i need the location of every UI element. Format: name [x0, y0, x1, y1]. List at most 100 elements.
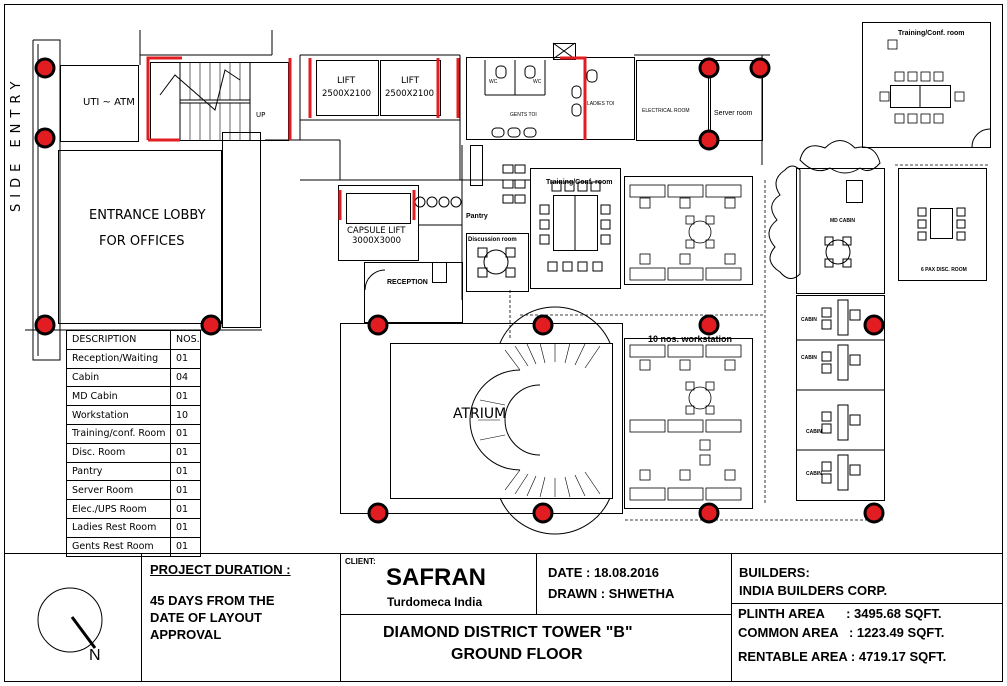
row-count: 01 — [170, 423, 201, 444]
lift-2 — [380, 60, 441, 116]
row-description: Gents Rest Room — [66, 536, 171, 557]
entrance-lobby — [58, 150, 222, 324]
gents-toilet-label: GENTS TOI — [510, 112, 537, 118]
row-count: 01 — [170, 536, 201, 557]
project-title-line2: GROUND FLOOR — [451, 646, 583, 663]
cabin-label-3: CABIN — [806, 429, 822, 435]
project-duration-line1: 45 DAYS FROM THE — [150, 593, 275, 608]
north-label: N — [89, 647, 101, 664]
builders-label: BUILDERS: — [739, 565, 810, 580]
lift-2-label: LIFT — [401, 76, 420, 86]
reception-label: RECEPTION — [387, 279, 428, 286]
row-count: 01 — [170, 348, 201, 369]
training-room-inset — [862, 22, 991, 148]
row-count: 01 — [170, 517, 201, 538]
lobby-label-line2: FOR OFFICES — [99, 234, 185, 249]
header-description: DESCRIPTION — [66, 330, 171, 350]
row-count: 01 — [170, 386, 201, 407]
cabin-label-4: CABIN — [806, 471, 822, 477]
row-description: Workstation — [66, 405, 171, 425]
row-description: Disc. Room — [66, 442, 171, 463]
stair-up-label: UP — [256, 111, 266, 119]
wc-label-2: WC — [533, 79, 542, 85]
lobby-label-line1: ENTRANCE LOBBY — [89, 208, 206, 223]
cabin-label-1: CABIN — [801, 317, 817, 323]
row-count: 01 — [170, 461, 201, 482]
row-count: 01 — [170, 499, 201, 519]
table-header-row: DESCRIPTION NOS. — [66, 330, 201, 350]
training-room-label: Training/Conf. room — [546, 179, 613, 186]
lift-1-label: LIFT — [337, 76, 356, 86]
header-nos: NOS. — [170, 330, 201, 350]
row-description: Server Room — [66, 480, 171, 501]
workstation-zone-upper — [624, 176, 753, 285]
date-text: DATE : 18.08.2016 — [548, 565, 660, 580]
project-duration-line2: DATE OF LAYOUT — [150, 610, 262, 625]
pantry-label: Pantry — [466, 213, 488, 220]
builders-name: INDIA BUILDERS CORP. — [739, 583, 888, 598]
lift-1-size: 2500X2100 — [322, 89, 372, 99]
workstation-label: 10 nos. workstation — [648, 334, 733, 344]
atrium — [340, 323, 623, 514]
rentable-area: RENTABLE AREA : 4719.17 SQFT. — [738, 649, 947, 664]
structural-columns — [34, 57, 885, 524]
project-title-line1: DIAMOND DISTRICT TOWER "B" — [383, 624, 633, 641]
staircase — [150, 62, 289, 141]
discussion-room — [466, 233, 529, 292]
row-count: 04 — [170, 367, 201, 388]
row-count: 01 — [170, 480, 201, 501]
north-arrow-circle — [37, 587, 103, 653]
cabin-label-2: CABIN — [801, 355, 817, 361]
training-room — [530, 168, 621, 289]
row-count: 10 — [170, 405, 201, 425]
md-cabin — [796, 168, 885, 294]
row-description: Training/conf. Room — [66, 423, 171, 444]
row-description: MD Cabin — [66, 386, 171, 407]
client-label: CLIENT: — [345, 557, 376, 566]
discussion-room-label: Discussion room — [468, 237, 517, 243]
row-description: Elec./UPS Room — [66, 499, 171, 519]
server-room-label: Server room — [714, 110, 753, 117]
project-duration-line3: APPROVAL — [150, 627, 222, 642]
wc-label-1: WC — [489, 79, 498, 85]
client-name: SAFRAN — [386, 564, 486, 591]
drawn-text: DRAWN : SHWETHA — [548, 586, 675, 601]
plinth-area: PLINTH AREA : 3495.68 SQFT. — [738, 606, 942, 621]
row-description: Pantry — [66, 461, 171, 482]
electrical-room — [636, 60, 709, 141]
atrium-label: ATRIUM — [453, 406, 507, 422]
6-pax-discussion-room — [898, 168, 987, 281]
sheet-border — [4, 4, 1003, 682]
common-area: COMMON AREA : 1223.49 SQFT. — [738, 625, 945, 640]
atm-label: UTI ~ ATM — [83, 97, 135, 108]
lift-1 — [316, 60, 379, 116]
lift-2-size: 2500X2100 — [385, 89, 435, 99]
client-sub: Turdomeca India — [387, 595, 483, 609]
project-duration-label: PROJECT DURATION : — [150, 562, 291, 577]
disc-room-6pax-label: 6 PAX DISC. ROOM — [921, 267, 967, 273]
electrical-room-label: ELECTRICAL ROOM — [642, 108, 690, 114]
workstation-zone-lower — [624, 338, 753, 509]
row-count: 01 — [170, 442, 201, 463]
row-description: Ladies Rest Room — [66, 517, 171, 538]
ladies-toilet-label: LADIES TOI — [587, 101, 615, 107]
md-cabin-label: MD CABIN — [830, 218, 855, 224]
row-description: Reception/Waiting — [66, 348, 171, 369]
north-arrow-icon — [70, 616, 97, 649]
capsule-lift — [338, 185, 419, 261]
training-room-inset-label: Training/Conf. room — [898, 30, 965, 37]
capsule-lift-size: 3000X3000 — [352, 236, 402, 246]
